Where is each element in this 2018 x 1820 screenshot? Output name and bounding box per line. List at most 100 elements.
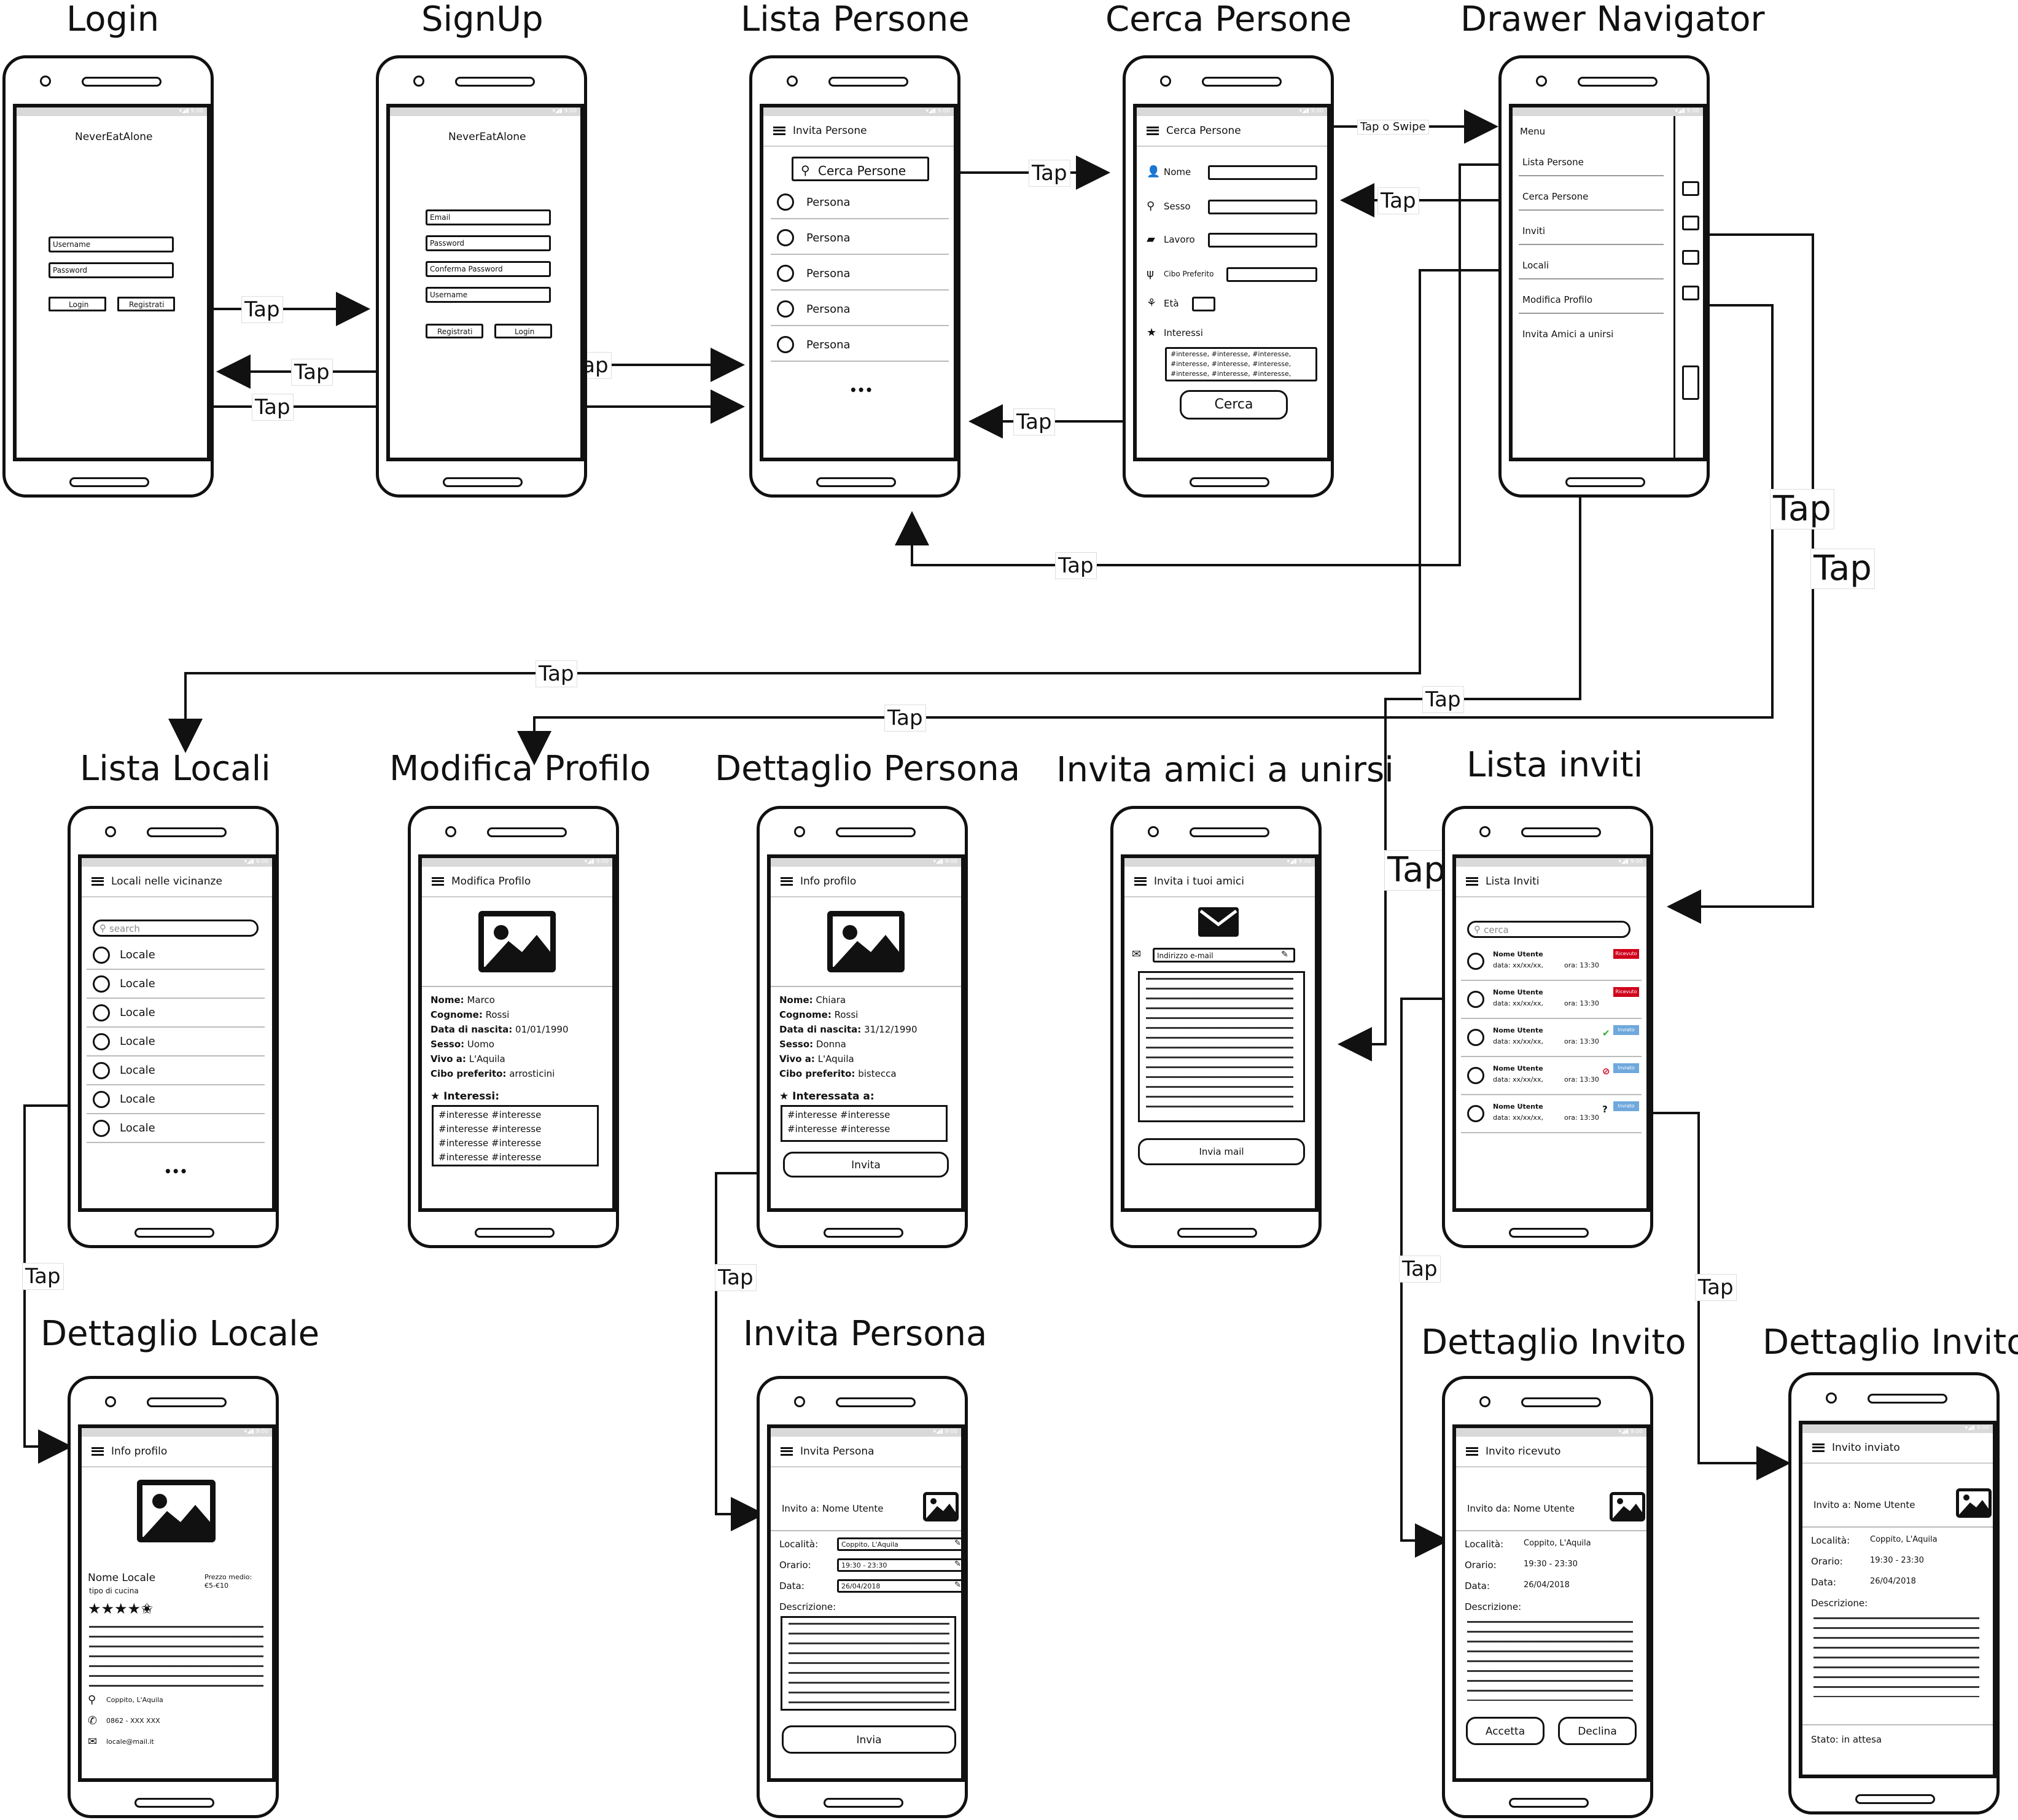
menu-icon[interactable] [1134,877,1147,886]
decline-button[interactable]: Declina [1558,1717,1637,1745]
radio-button[interactable] [93,1004,110,1021]
search-people-button[interactable]: ⚲ Cerca Persone [792,157,929,181]
send-invite-button[interactable]: Invia [782,1725,956,1754]
price-value: €5-€10 [205,1582,228,1590]
description-textarea[interactable] [781,1616,956,1711]
confirm-password-field[interactable]: Conferma Password [426,261,551,277]
venue-name: Locale [120,977,155,990]
menu-icon[interactable] [432,877,444,886]
profile-image-icon[interactable] [478,911,556,972]
location-input[interactable]: Coppito, L'Aquila✎ [837,1537,961,1551]
email-field[interactable]: Email [426,209,551,225]
nome-field[interactable] [1208,165,1317,180]
interest-tag: #interesse #interesse [787,1109,890,1120]
drawer-item[interactable]: Modifica Profilo [1519,288,1664,314]
list-item[interactable]: Persona [771,186,949,219]
list-item[interactable]: Locale [87,1115,265,1143]
login-button[interactable]: Login [494,324,552,338]
radio-button[interactable] [93,947,110,964]
time-input[interactable]: 19:30 - 23:30✎ [837,1558,961,1572]
email-address[interactable]: locale@mail.it [106,1738,154,1746]
radio-button[interactable] [93,1120,110,1137]
drawer-item-label: Modifica Profilo [1522,294,1593,305]
menu-icon[interactable] [781,877,793,886]
message-textarea[interactable] [1138,971,1305,1122]
username-field[interactable]: Username [426,287,551,303]
interests-box[interactable]: #interesse #interesse#interesse #interes… [432,1105,599,1166]
list-item[interactable]: Locale [87,1057,265,1085]
menu-icon[interactable] [1147,127,1159,135]
drawer-item[interactable]: Locali [1519,254,1664,279]
send-mail-button[interactable]: Invia mail [1138,1138,1305,1165]
drawer-item[interactable]: Inviti [1519,219,1664,245]
search-button[interactable]: Cerca [1180,390,1288,420]
search-input[interactable]: ⚲ search [93,920,259,937]
radio-button[interactable] [1467,1105,1484,1122]
status-badge: Inviato [1613,1101,1639,1111]
login-button[interactable]: Login [49,297,106,311]
username-field[interactable]: Username [49,236,174,252]
list-item[interactable]: Locale [87,1086,265,1114]
field-label-cibo: Cibo Preferito [1164,270,1214,278]
radio-button[interactable] [1467,1067,1484,1084]
profile-field: Data di nascita: 31/12/1990 [779,1024,917,1035]
radio-button[interactable] [1467,1029,1484,1046]
phone-login: ▾◢▮ 9:00 NeverEatAlone Username Password… [2,55,214,498]
radio-button[interactable] [777,229,794,246]
radio-button[interactable] [93,1062,110,1079]
app-bar: Invito ricevuto [1456,1437,1646,1467]
radio-button[interactable] [777,336,794,353]
radio-button[interactable] [93,1033,110,1050]
radio-button[interactable] [1467,991,1484,1008]
profile-field: Cibo preferito: bistecca [779,1068,897,1079]
register-button[interactable]: Registrati [117,297,175,311]
menu-icon[interactable] [1812,1443,1825,1452]
status-badge: Inviato [1613,1025,1639,1035]
cibo-field[interactable] [1226,267,1317,282]
radio-button[interactable] [1467,953,1484,970]
accept-button[interactable]: Accetta [1466,1717,1545,1745]
drawer-item[interactable]: Cerca Persone [1519,185,1664,211]
radio-button[interactable] [777,300,794,318]
list-item[interactable]: Locale [87,942,265,970]
password-field[interactable]: Password [49,262,174,278]
radio-button[interactable] [777,265,794,282]
menu-icon[interactable] [773,127,785,135]
menu-icon[interactable] [92,1447,104,1456]
radio-button[interactable] [93,1091,110,1108]
interessi-field[interactable]: #interesse, #interesse, #interesse, #int… [1165,347,1317,381]
app-bar-title: Lista Inviti [1486,875,1540,888]
email-input[interactable]: Indirizzo e-mail ✎ [1153,948,1295,963]
search-input[interactable]: ⚲ cerca [1467,921,1630,938]
list-item[interactable]: Persona [771,257,949,291]
lavoro-field[interactable] [1208,233,1317,248]
menu-icon[interactable] [781,1447,793,1456]
list-item[interactable]: Locale [87,999,265,1028]
list-item[interactable]: Persona [771,329,949,362]
drawer-item[interactable]: Lista Persone [1519,150,1664,176]
invite-button[interactable]: Invita [783,1152,949,1178]
list-item[interactable]: Locale [87,1028,265,1056]
sesso-field[interactable] [1208,200,1317,214]
password-field[interactable]: Password [426,235,551,251]
phone-number[interactable]: 0862 - XXX XXX [106,1717,160,1725]
date-label: Data: [1811,1577,1836,1588]
menu-icon[interactable] [1466,877,1478,886]
list-item[interactable]: Persona [771,293,949,326]
list-item[interactable]: Locale [87,971,265,999]
register-button[interactable]: Registrati [426,324,483,338]
radio-button[interactable] [777,193,794,211]
date-input[interactable]: 26/04/2018✎ [837,1579,961,1593]
radio-button[interactable] [93,975,110,993]
eta-field[interactable] [1192,297,1215,311]
menu-icon[interactable] [92,877,104,886]
list-item[interactable]: Persona [771,222,949,255]
drawer-item[interactable]: Invita Amici a unirsi [1519,322,1664,348]
interest-tag: #interesse #interesse [787,1123,890,1135]
menu-icon[interactable] [1466,1447,1478,1456]
